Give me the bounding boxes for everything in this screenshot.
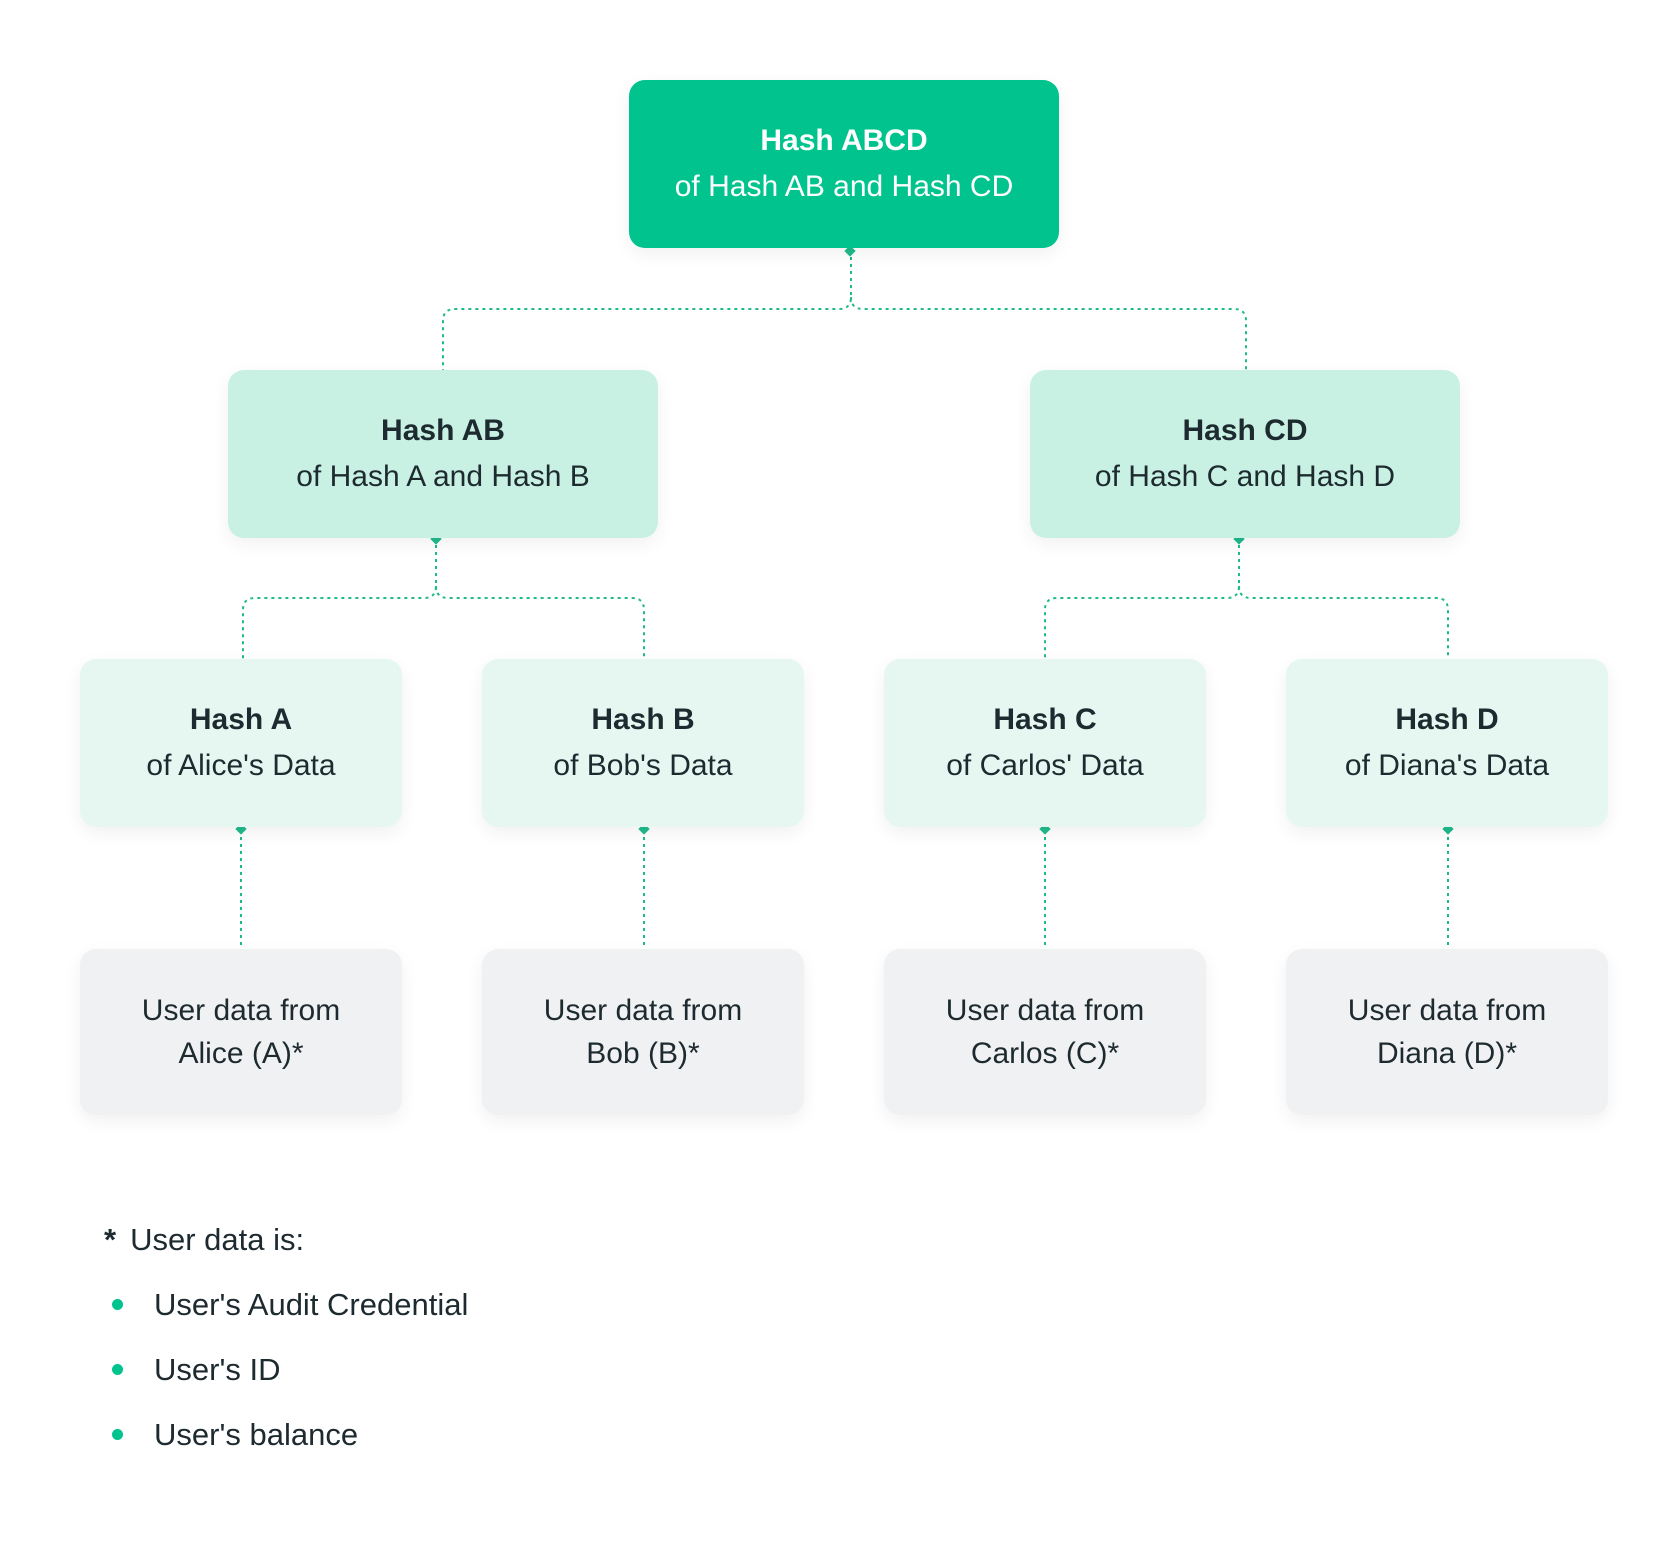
node-subtitle: of Bob's Data (553, 749, 733, 782)
node-hash-cd: Hash CD of Hash C and Hash D (1030, 370, 1460, 538)
list-item: User's balance (112, 1402, 468, 1467)
node-subtitle: of Carlos' Data (946, 749, 1144, 782)
node-subtitle: of Hash AB and Hash CD (674, 170, 1014, 203)
connector-ab-to-b (435, 585, 645, 659)
node-subtitle: of Hash A and Hash B (296, 460, 590, 493)
node-title: Hash B (591, 703, 695, 736)
connector-cd-to-c (1044, 538, 1240, 659)
list-item: User's Audit Credential (112, 1272, 468, 1337)
list-item: User's ID (112, 1337, 468, 1402)
user-data-bob: User data from Bob (B)* (482, 949, 804, 1115)
node-title: Hash AB (381, 414, 505, 447)
user-data-line: User data from (945, 994, 1145, 1027)
user-data-line: User data from (1347, 994, 1547, 1027)
user-data-owner: Bob (B)* (586, 1037, 700, 1070)
user-data-owner: Diana (D)* (1376, 1037, 1518, 1070)
bullet-dot-icon (112, 1429, 123, 1440)
user-data-line: User data from (141, 994, 341, 1027)
user-data-line: User data from (543, 994, 743, 1027)
node-title: Hash A (189, 703, 293, 736)
node-hash-ab: Hash AB of Hash A and Hash B (228, 370, 658, 538)
node-title: Hash ABCD (760, 124, 928, 157)
node-hash-abcd: Hash ABCD of Hash AB and Hash CD (629, 80, 1059, 248)
user-data-carlos: User data from Carlos (C)* (884, 949, 1206, 1115)
node-hash-b: Hash B of Bob's Data (482, 659, 804, 827)
footnote-heading: * User data is: (104, 1217, 304, 1263)
connector-cd-to-d (1238, 585, 1449, 659)
footnote-heading-text: User data is: (130, 1222, 305, 1257)
connector-root-to-cd (850, 296, 1247, 370)
list-item-text: User's Audit Credential (154, 1286, 469, 1322)
node-subtitle: of Diana's Data (1344, 749, 1550, 782)
user-data-diana: User data from Diana (D)* (1286, 949, 1608, 1115)
list-item-text: User's ID (154, 1351, 281, 1387)
node-hash-c: Hash C of Carlos' Data (884, 659, 1206, 827)
node-title: Hash D (1395, 703, 1499, 736)
bullet-dot-icon (112, 1299, 123, 1310)
node-hash-d: Hash D of Diana's Data (1286, 659, 1608, 827)
footnote-list: User's Audit Credential User's ID User's… (112, 1272, 468, 1467)
connector-dot-root (844, 245, 856, 257)
user-data-owner: Carlos (C)* (970, 1037, 1120, 1070)
node-title: Hash CD (1182, 414, 1308, 447)
list-item-text: User's balance (154, 1416, 359, 1452)
bullet-dot-icon (112, 1364, 123, 1375)
user-data-alice: User data from Alice (A)* (80, 949, 402, 1115)
user-data-owner: Alice (A)* (178, 1037, 304, 1070)
node-title: Hash C (993, 703, 1097, 736)
node-subtitle: of Hash C and Hash D (1094, 460, 1396, 493)
connector-root-to-ab (442, 250, 852, 370)
connector-ab-to-a (242, 538, 437, 659)
node-subtitle: of Alice's Data (146, 749, 336, 782)
footnote-marker: * (104, 1222, 117, 1257)
node-hash-a: Hash A of Alice's Data (80, 659, 402, 827)
